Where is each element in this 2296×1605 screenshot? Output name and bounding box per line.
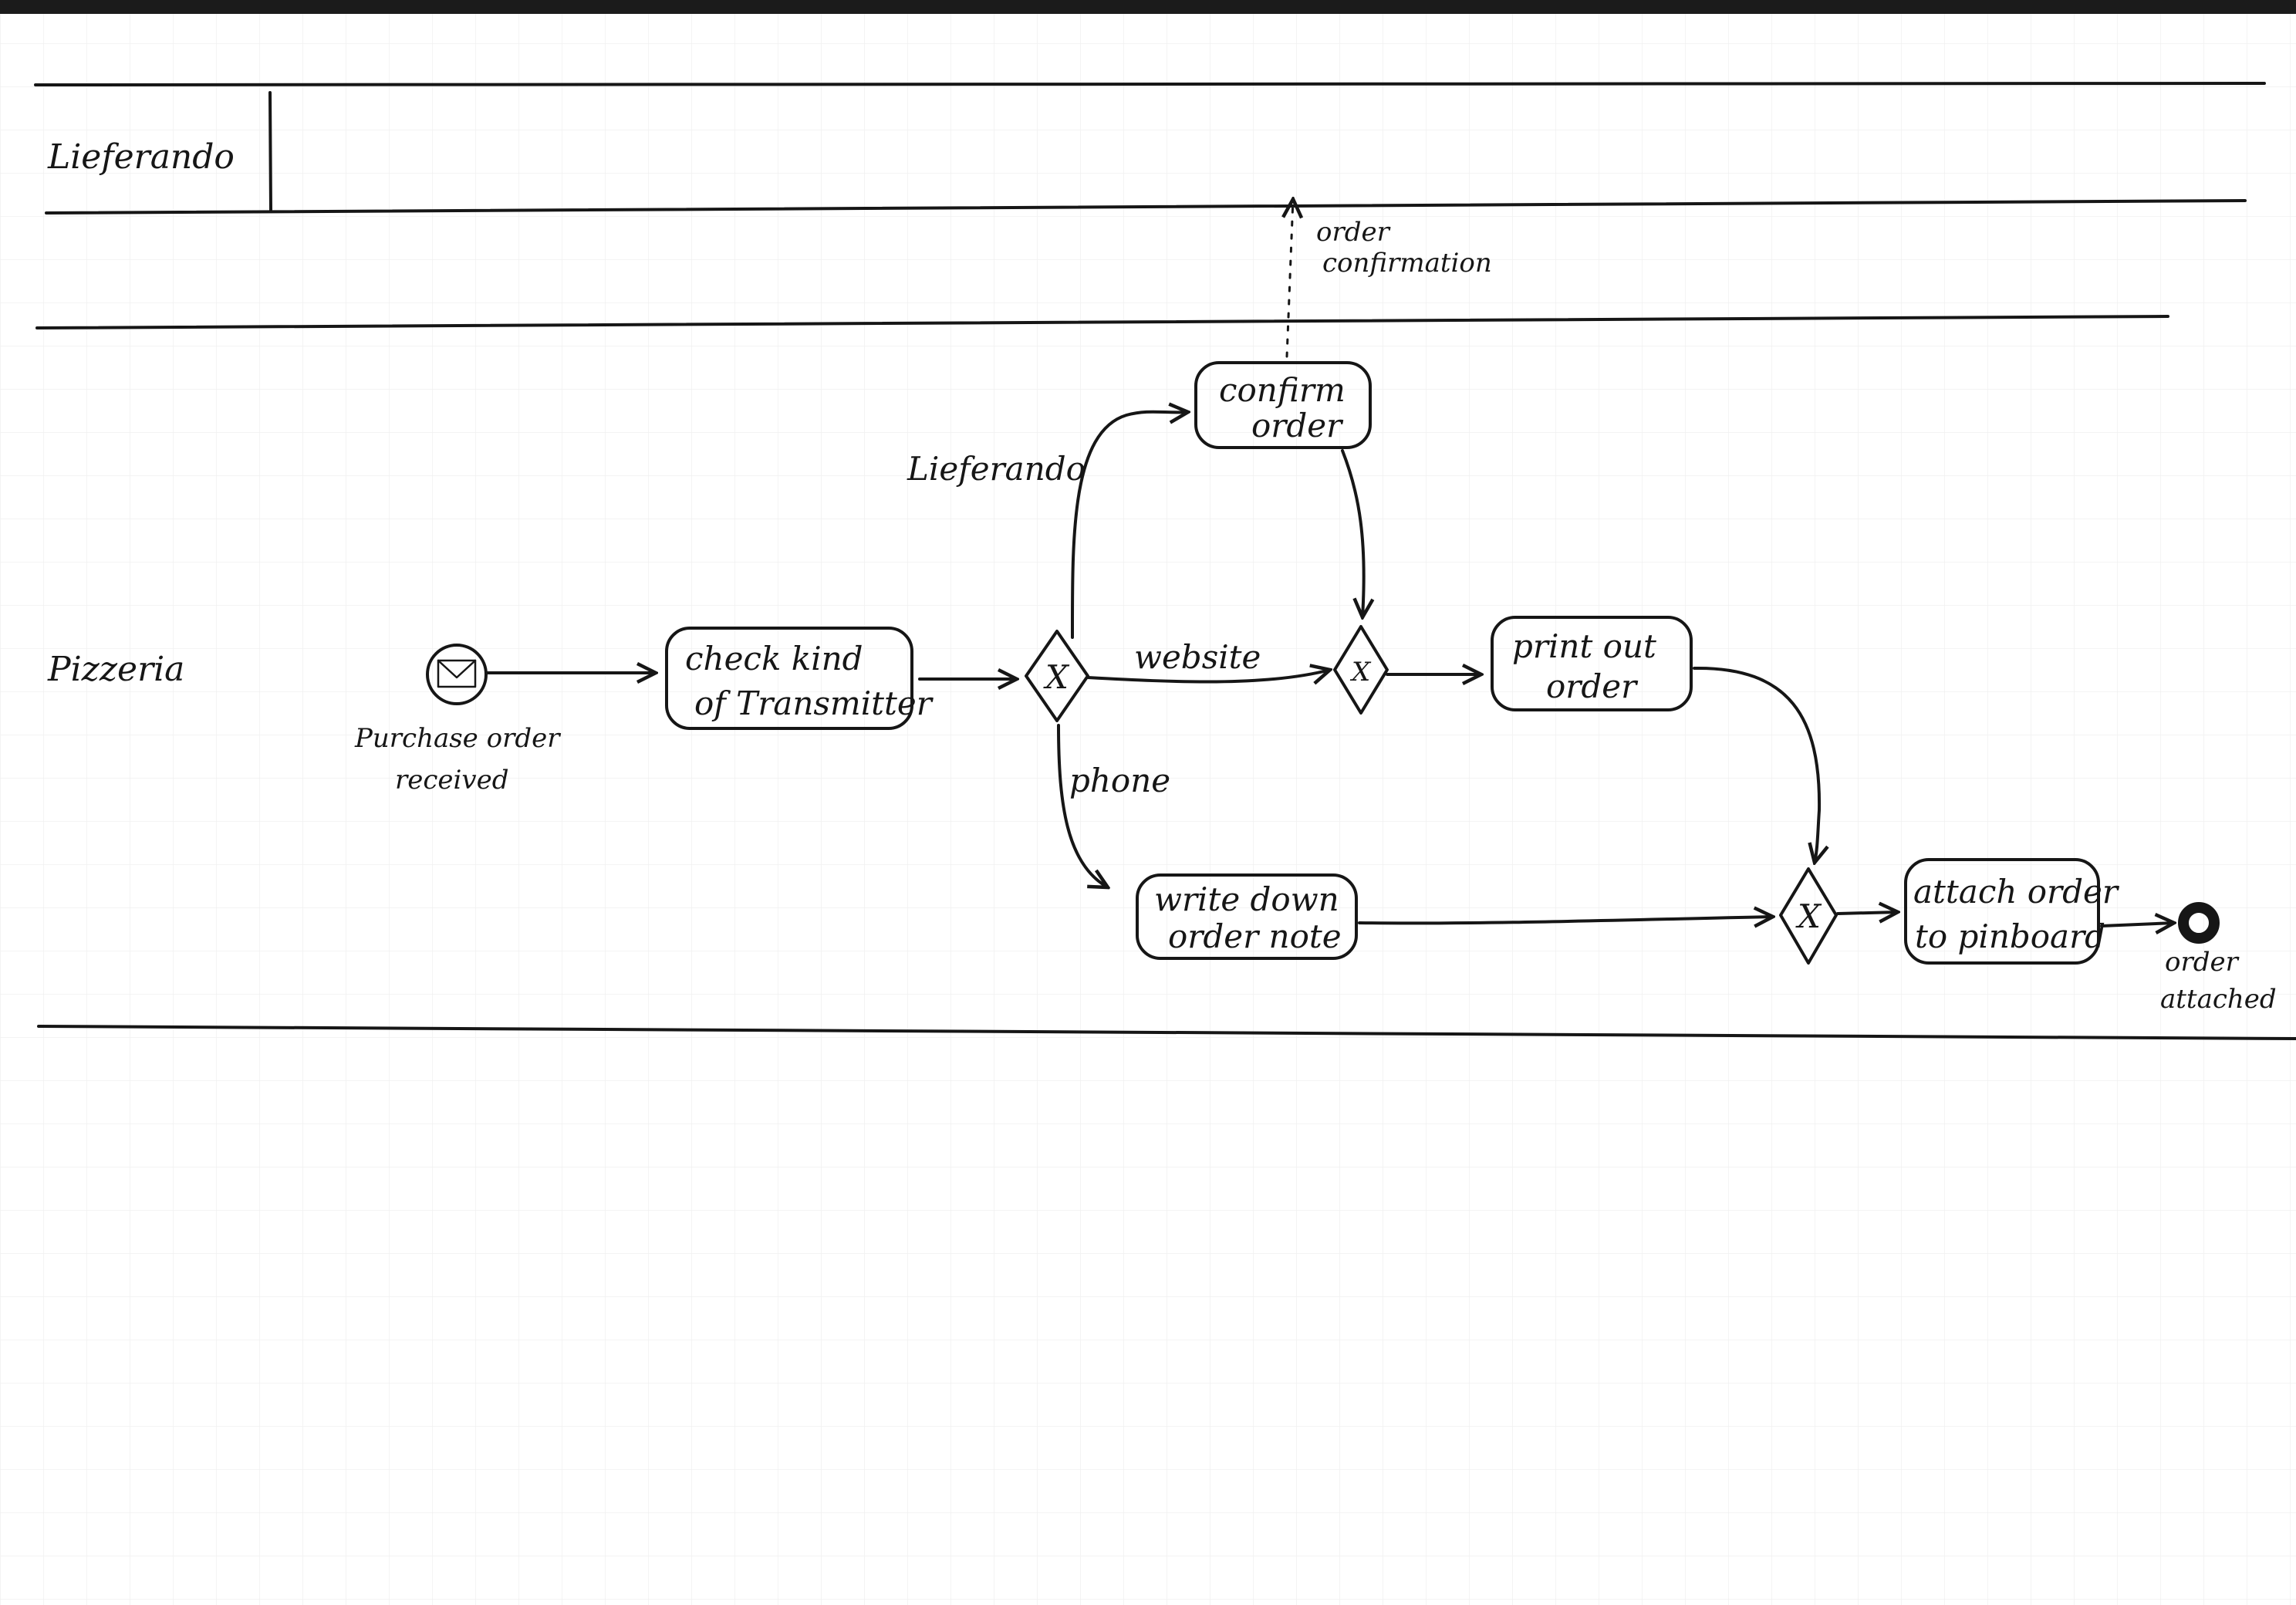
pool-lines	[34, 82, 2296, 1040]
task-print-out-order: print out order	[1491, 616, 1693, 711]
svg-text:write down: write down	[1154, 880, 1339, 918]
flow-attach-to-end	[2100, 923, 2174, 926]
flow-label-website: website	[1134, 638, 1261, 676]
end-event-label-1: order	[2165, 947, 2240, 978]
start-message-event	[426, 644, 488, 705]
gateway-merge-attach: X	[1779, 867, 1838, 965]
message-label-1: order	[1316, 217, 1391, 248]
svg-text:order: order	[1251, 407, 1344, 444]
flow-gateway-to-attach	[1836, 912, 1898, 914]
lane-label-lieferando: Lieferando	[47, 137, 235, 177]
envelope-icon	[437, 659, 477, 688]
flow-gateway-lieferando	[1070, 412, 1188, 639]
scan-top-edge	[0, 0, 2296, 14]
flow-gateway-phone	[1057, 724, 1108, 887]
flow-gateway-website	[1086, 670, 1330, 682]
message-label-2: confirmation	[1322, 248, 1492, 279]
flow-print-to-gateway	[1693, 666, 1819, 863]
svg-text:print out: print out	[1512, 627, 1656, 665]
svg-text:of Transmitter: of Transmitter	[694, 684, 934, 722]
gateway-merge-print: X	[1333, 625, 1389, 715]
sequence-flows	[486, 412, 2174, 926]
task-attach-order: attach order to pinboard	[1904, 858, 2120, 965]
svg-text:order note: order note	[1168, 917, 1342, 955]
message-flow-confirmation	[1287, 199, 1293, 358]
svg-text:attach order: attach order	[1913, 873, 2120, 911]
svg-text:order: order	[1546, 667, 1639, 705]
task-check-kind: check kind of Transmitter	[665, 627, 934, 730]
flow-label-lieferando: Lieferando	[907, 450, 1086, 488]
start-event-label-1: Purchase order	[354, 723, 561, 754]
svg-text:X: X	[1795, 897, 1822, 935]
gateway-split: X	[1025, 630, 1089, 722]
task-confirm-order: confirm order	[1194, 361, 1372, 449]
svg-text:X: X	[1043, 658, 1070, 696]
flow-label-phone: phone	[1069, 762, 1170, 799]
task-write-down-order-note: write down order note	[1136, 873, 1358, 960]
svg-text:to pinboard: to pinboard	[1915, 917, 2105, 955]
flow-confirm-to-gateway	[1341, 449, 1364, 617]
start-event-label-2: received	[395, 765, 509, 796]
lane-label-pizzeria: Pizzeria	[47, 650, 184, 689]
svg-text:check kind: check kind	[685, 640, 863, 677]
end-event	[2178, 902, 2220, 944]
svg-text:confirm: confirm	[1219, 371, 1346, 409]
end-event-label-2: attached	[2160, 984, 2277, 1015]
svg-text:X: X	[1349, 657, 1372, 688]
flow-write-to-gateway	[1358, 917, 1773, 923]
